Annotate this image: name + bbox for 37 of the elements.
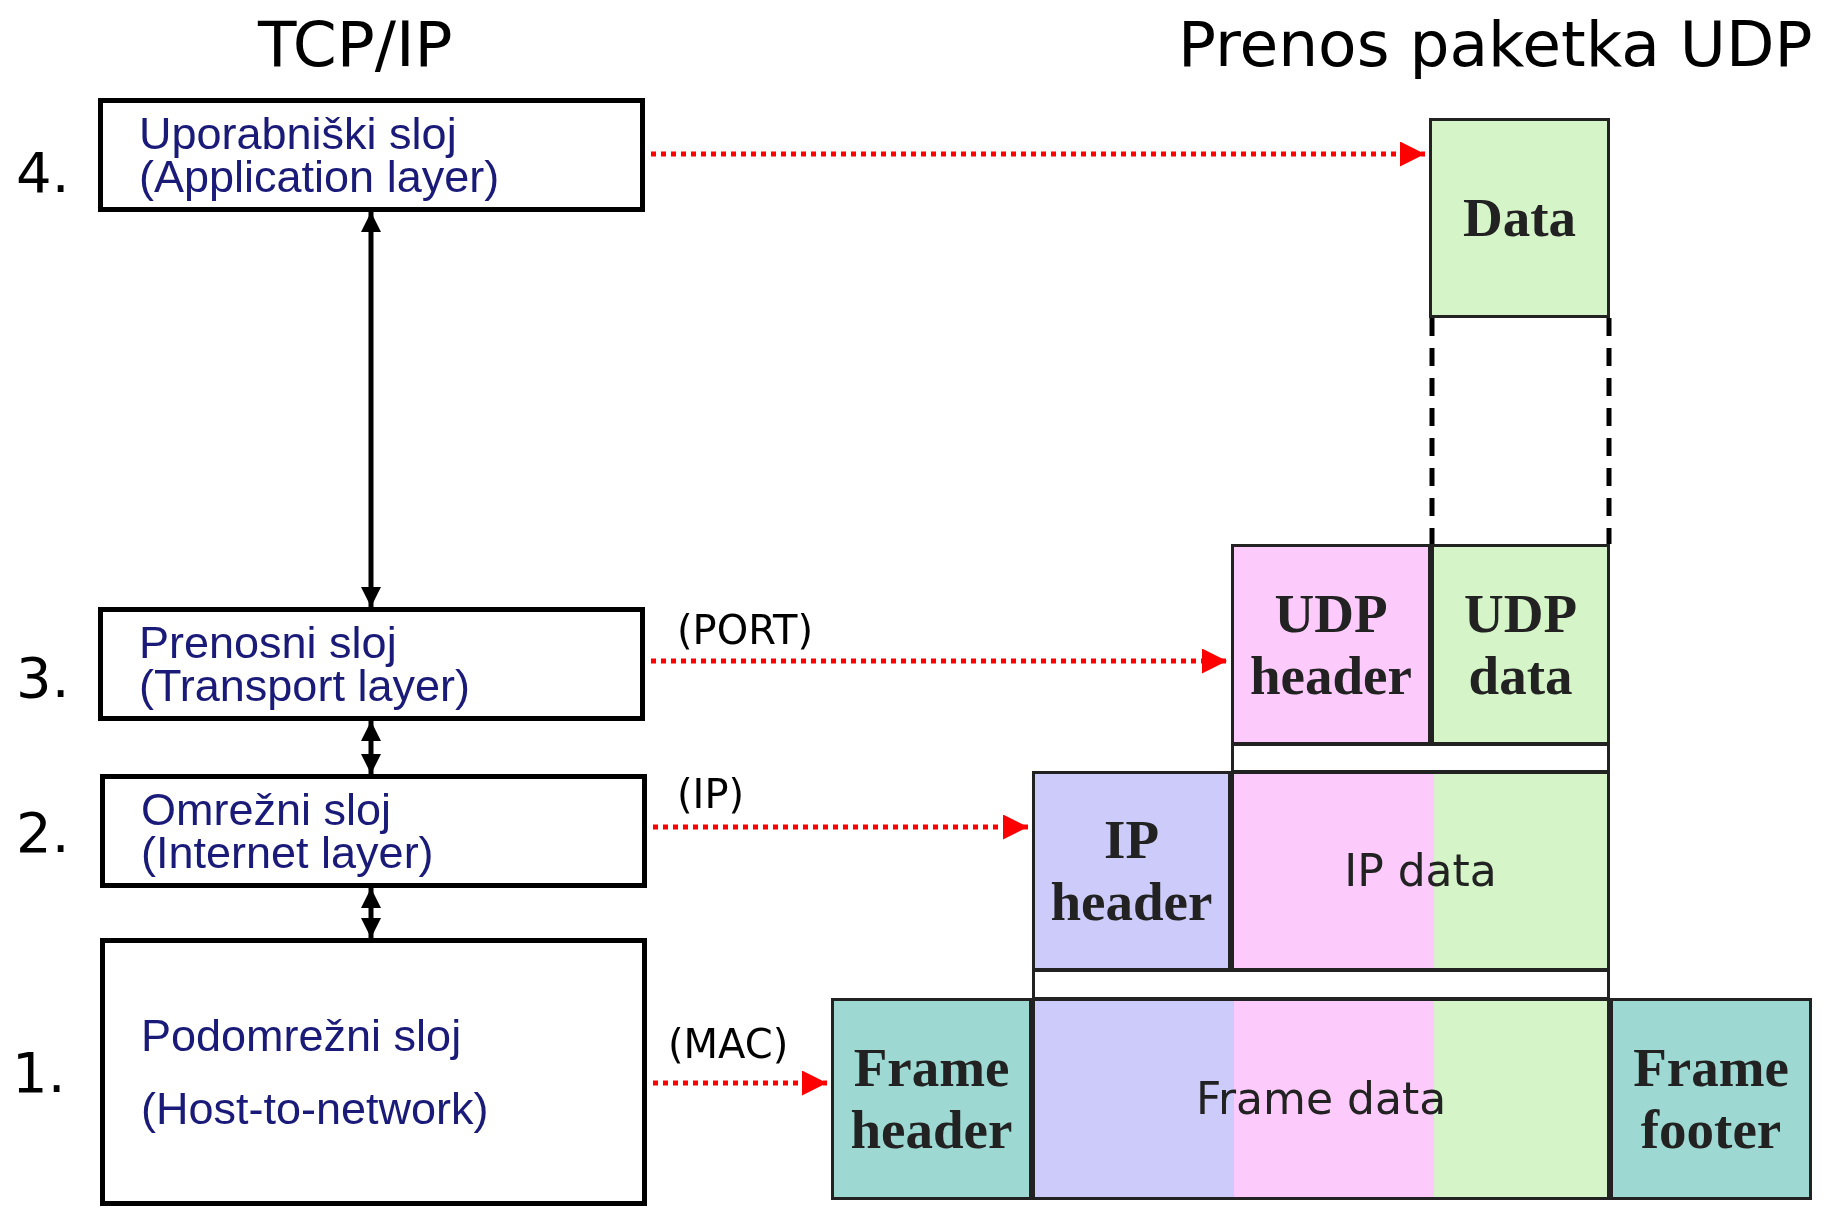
packet-field xyxy=(1431,544,1610,745)
field-label: Frame footer xyxy=(1632,1037,1790,1161)
arrow xyxy=(361,212,381,607)
arrow xyxy=(651,141,1425,167)
arrow xyxy=(651,648,1227,674)
layer-box xyxy=(100,774,647,888)
arrow xyxy=(653,814,1028,840)
divider-strip xyxy=(1231,743,1610,773)
packet-field xyxy=(1231,544,1431,745)
field-label: UDP header xyxy=(1249,582,1413,707)
column-heading: TCP/IP xyxy=(258,8,453,81)
packet-field xyxy=(1610,998,1812,1200)
arrow xyxy=(361,721,381,774)
layer-box xyxy=(100,938,647,1206)
layer-number: 2. xyxy=(16,800,70,865)
layer-box xyxy=(98,98,645,212)
packet-field xyxy=(1429,118,1610,318)
layer-box xyxy=(98,607,645,721)
packet-field xyxy=(1231,771,1610,971)
divider-strip xyxy=(1032,969,1610,1000)
field-label: Data xyxy=(1462,187,1576,249)
field-label: IP header xyxy=(1049,809,1214,933)
field-label: IP data xyxy=(1344,844,1497,898)
layer-number: 4. xyxy=(16,140,70,205)
packet-field xyxy=(1032,998,1610,1200)
connector-line xyxy=(1606,318,1612,544)
connector-line xyxy=(1429,318,1435,544)
field-label: UDP data xyxy=(1462,582,1578,707)
layer-number: 3. xyxy=(16,645,70,710)
packet-field xyxy=(1032,771,1231,971)
arrow xyxy=(653,1070,827,1096)
column-heading: Prenos paketka UDP xyxy=(1178,8,1813,81)
field-label: Frame data xyxy=(1195,1072,1447,1126)
field-label: Frame header xyxy=(849,1037,1014,1161)
arrow xyxy=(361,888,381,938)
layer-number: 1. xyxy=(12,1040,66,1105)
packet-field xyxy=(831,998,1032,1200)
